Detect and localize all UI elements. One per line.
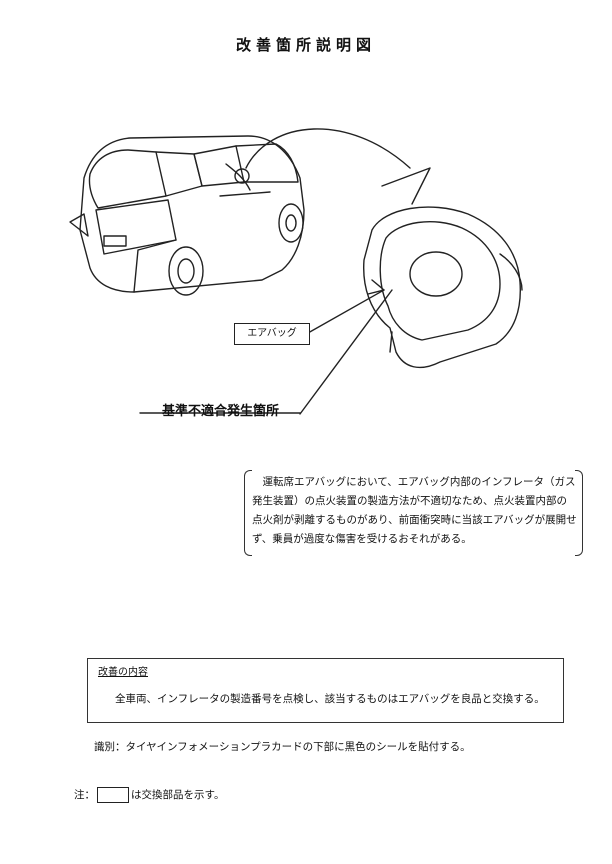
description-bracket-left (244, 470, 252, 556)
description-bracket-right (575, 470, 583, 556)
airbag-module (363, 206, 523, 369)
page-title: 改善箇所説明図 (235, 36, 376, 54)
noncompliance-leader (299, 289, 393, 415)
improvement-heading: 改善の内容 (98, 667, 148, 678)
improvement-body: 全車両、インフレータの製造番号を点検し、該当するものはエアバッグを良品と交換する… (115, 693, 545, 705)
airbag-leader-arrow (367, 279, 385, 295)
noncompliance-location-label: 基準不適合発生箇所 (162, 404, 280, 419)
car-illustration (69, 135, 305, 296)
note-suffix: は交換部品を示す。 (131, 789, 225, 801)
note: 注： は交換部品を示す。 (74, 787, 224, 803)
airbag-label: エアバッグ (234, 323, 310, 345)
improvement-box: 改善の内容 全車両、インフレータの製造番号を点検し、該当するものはエアバッグを良… (87, 658, 564, 723)
airbag-leader (307, 289, 385, 334)
defect-description: 運転席エアバッグにおいて、エアバッグ内部のインフレータ（ガス発生装置）の点火装置… (252, 476, 577, 545)
identification-text: 識別：タイヤインフォメーションプラカードの下部に黒色のシールを貼付する。 (94, 741, 471, 753)
note-prefix: 注： (74, 789, 95, 801)
arrow-path (245, 128, 411, 169)
replacement-part-legend-box (97, 787, 129, 803)
